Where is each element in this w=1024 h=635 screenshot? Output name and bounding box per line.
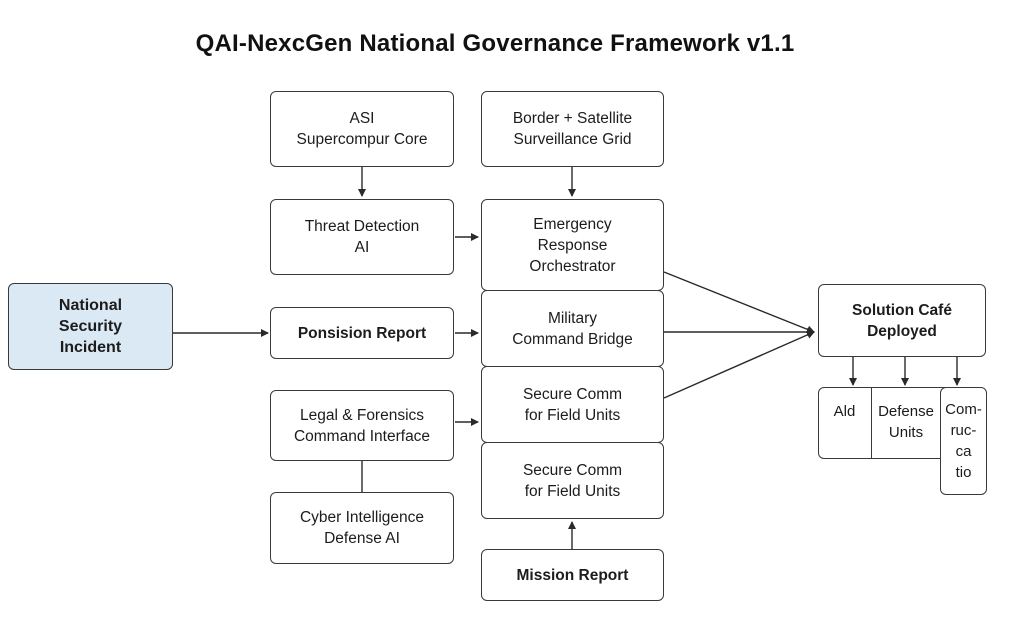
mission-report-box: Mission Report (481, 549, 664, 601)
asi-supercomputer-core-box: ASI Supercompur Core (270, 91, 454, 167)
arrow-secure-to-solution (663, 331, 815, 399)
emergency-response-orchestrator-box: Emergency Response Orchestrator (481, 199, 664, 291)
permission-report-box: Ponsision Report (270, 307, 454, 359)
secure-comm-field-units-box-2: Secure Comm for Field Units (481, 442, 664, 519)
border-satellite-grid-box: Border + Satellite Surveillance Grid (481, 91, 664, 167)
communication-cell: Com- ruc- ca tio (940, 387, 987, 495)
national-security-incident-box: National Security Incident (8, 283, 173, 370)
threat-detection-ai-box: Threat Detection AI (270, 199, 454, 275)
arrow-emergency-to-solution (663, 271, 815, 334)
defense-units-cell: Defense Units (871, 387, 940, 459)
cyber-intelligence-defense-box: Cyber Intelligence Defense AI (270, 492, 454, 564)
solution-cafe-deployed-box: Solution Café Deplоyed (818, 284, 986, 357)
military-command-bridge-box: Military Command Bridge (481, 290, 664, 367)
legal-forensics-interface-box: Legal & Forensics Command Interface (270, 390, 454, 461)
diagram-title: QAI-NexcGen National Governance Framewor… (195, 30, 795, 57)
secure-comm-field-units-box: Secure Comm for Field Units (481, 366, 664, 443)
aid-cell: Ald (833, 403, 856, 420)
